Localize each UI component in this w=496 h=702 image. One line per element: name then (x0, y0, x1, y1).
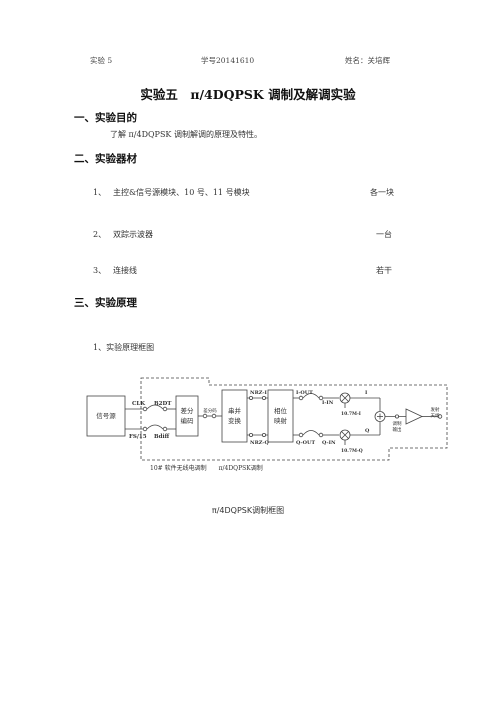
header-experiment: 实验 5 (90, 56, 113, 65)
nrz-i-label: NRZ-I (250, 390, 267, 396)
header-student-id: 学号20141610 (201, 56, 255, 65)
diff-encoder-label: 编码 (181, 416, 195, 425)
serial-parallel-label: 串并 (228, 406, 242, 415)
equipment-qty: 一台 (376, 230, 392, 239)
diagram-svg: 信号源 CLK FS/15 B2DT Bdiff 差分 编码 差分码 串并 变换… (86, 377, 448, 472)
principle-subheading: 1、实验原理框图 (93, 343, 155, 352)
equipment-name: 双踪示波器 (113, 230, 153, 239)
phase-map-label: 相位 (274, 406, 288, 415)
module-note: 10# 软件无线电调制 π/4DQPSK调制 (150, 464, 263, 472)
q-label: Q (365, 428, 370, 434)
clk-label: CLK (132, 401, 145, 407)
equipment-qty: 各一块 (370, 188, 394, 197)
equipment-name: 主控&信号源模块、10 号、11 号模块 (113, 188, 250, 197)
section-heading-equipment: 二、实验器材 (74, 153, 137, 165)
header-name: 姓名：关培辉 (345, 56, 390, 65)
nrz-q-label: NRZ-Q (250, 440, 269, 446)
modulated-output-label: 调制 (393, 420, 402, 427)
carrier-q-label: 10.7M-Q (341, 448, 363, 454)
equipment-qty: 若干 (376, 266, 392, 275)
phase-map-block (267, 389, 294, 443)
q-out-label: Q-OUT (296, 440, 315, 446)
i-in-label: I-IN (322, 400, 334, 406)
equipment-num: 1、 (93, 188, 107, 197)
modulated-output-label: 输出 (393, 426, 402, 433)
serial-parallel-label: 变换 (228, 416, 242, 425)
serial-parallel-block (221, 389, 248, 443)
i-out-label: I-OUT (296, 390, 313, 396)
diff-encoder-label: 差分 (181, 406, 195, 415)
transmit-antenna-label: 天线 (431, 412, 440, 419)
section-heading-purpose: 一、实验目的 (74, 112, 137, 124)
purpose-text: 了解 π/4DQPSK 调制解调的原理及特性。 (110, 130, 262, 139)
diff-code-label: 差分码 (203, 407, 217, 414)
carrier-i-label: 10.7M-I (341, 411, 361, 417)
section-heading-principle: 三、实验原理 (74, 297, 137, 309)
amplifier (405, 408, 423, 425)
fs15-label: FS/15 (129, 434, 147, 440)
q-in-label: Q-IN (322, 440, 336, 446)
module-boundary (140, 377, 448, 461)
signal-source-label: 信号源 (96, 411, 116, 420)
equipment-num: 3、 (93, 266, 107, 275)
equipment-name: 连接线 (113, 266, 137, 275)
page-title: 实验五 π/4DQPSK 调制及解调实验 (140, 87, 356, 102)
diff-encoder-block (175, 395, 199, 437)
figure-caption: π/4DQPSK调制框图 (211, 506, 285, 515)
modulation-block-diagram: 信号源 CLK FS/15 B2DT Bdiff 差分 编码 差分码 串并 变换… (84, 374, 456, 484)
equipment-num: 2、 (93, 230, 107, 239)
phase-map-label: 映射 (274, 416, 288, 425)
bdiff-label: Bdiff (154, 434, 170, 440)
signal-source-block (86, 395, 126, 437)
b2dt-label: B2DT (154, 401, 172, 407)
i-label: I (365, 390, 368, 396)
transmit-antenna-label: 发射 (431, 406, 440, 413)
